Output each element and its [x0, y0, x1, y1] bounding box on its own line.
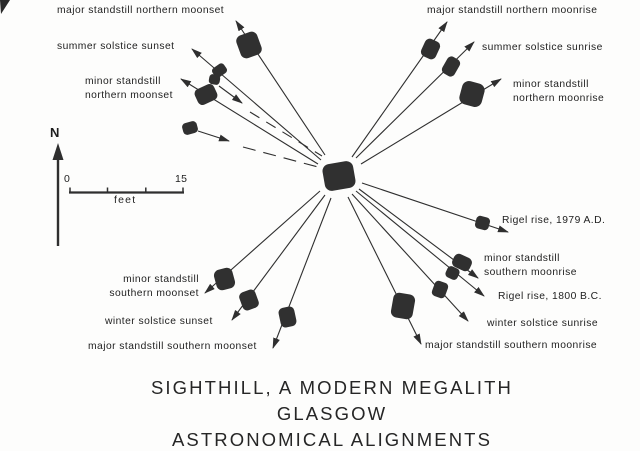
stone-major-southern-moonrise: [390, 292, 416, 320]
stone-winter-solstice-sunrise: [431, 280, 449, 299]
label-major-southern-moonset: major standstill southern moonset: [88, 341, 257, 352]
stone-minor-northern-moonset: [194, 84, 218, 105]
north-arrow-head: [52, 143, 64, 160]
backsight-arrow-lower: [197, 130, 230, 142]
title-line-3: ASTRONOMICAL ALIGNMENTS: [171, 429, 493, 450]
stone-small-companion: [208, 74, 221, 85]
scan-corner-artifact: [0, 0, 10, 14]
label-winter-solstice-sunrise: winter solstice sunrise: [487, 318, 599, 329]
stone-minor-southern-moonset: [213, 267, 236, 291]
stone-major-southern-moonset: [278, 306, 297, 328]
north-arrow: [52, 143, 64, 246]
stone-backsight: [182, 121, 198, 135]
label-rigel-rise-1979: Rigel rise, 1979 A.D.: [502, 215, 606, 226]
label-rigel-rise-1800: Rigel rise, 1800 B.C.: [498, 291, 602, 302]
scale-start-value: 0: [64, 173, 71, 185]
ray-rigel-rise-1800: [355, 190, 485, 297]
ray-winter-solstice-sunrise: [351, 193, 469, 322]
title-line-1: SIGHTHILL, A MODERN MEGALITH: [150, 377, 514, 398]
backsight-dashed-lower: [242, 146, 319, 168]
stone-central-megalith: [322, 161, 356, 191]
stone-minor-northern-moonrise: [459, 81, 485, 107]
label-major-southern-moonrise: major standstill southern moonrise: [425, 340, 598, 351]
ray-summer-solstice-sunset: [191, 48, 322, 161]
stone-winter-solstice-sunset: [239, 289, 259, 311]
stone-major-northern-moonrise: [420, 38, 441, 60]
label-line: minor standstill: [85, 76, 161, 87]
label-major-northern-moonset: major standstill northern moonset: [57, 5, 225, 16]
north-label: N: [50, 125, 60, 140]
scale-end-value: 15: [175, 173, 188, 185]
label-line: southern moonset: [109, 287, 199, 299]
backsight-dashed-upper: [249, 111, 323, 157]
stone-minor-southern-moonrise: [452, 253, 472, 272]
label-winter-solstice-sunset: winter solstice sunset: [105, 316, 213, 327]
stone-summer-solstice-sunset: [211, 63, 228, 78]
label-minor-southern-moonset: minor standstill southern moonset: [80, 273, 199, 300]
stone-rigel-rise-1979: [474, 215, 491, 231]
stone-major-northern-moonset: [236, 31, 262, 59]
label-line: northern moonrise: [513, 92, 605, 104]
label-line: minor standstill: [513, 79, 589, 90]
ray-major-southern-moonrise: [347, 196, 422, 345]
label-minor-northern-moonset: minor standstill northern moonset: [85, 75, 173, 102]
label-summer-solstice-sunrise: summer solstice sunrise: [482, 42, 603, 53]
label-line: minor standstill: [484, 253, 560, 264]
scale-unit-label: feet: [114, 194, 137, 206]
label-line: southern moonrise: [484, 266, 577, 278]
stone-summer-solstice-sunrise: [441, 56, 461, 77]
label-minor-northern-moonrise: minor standstill northern moonrise: [513, 78, 604, 105]
label-line: minor standstill: [123, 274, 199, 285]
label-major-northern-moonrise: major standstill northern moonrise: [427, 5, 598, 16]
backsight-arrow-upper: [218, 85, 243, 104]
label-summer-solstice-sunset: summer solstice sunset: [57, 41, 175, 52]
title-line-2: GLASGOW: [276, 403, 388, 424]
stone-rigel-rise-1800: [445, 266, 460, 280]
scale-bar: [69, 187, 184, 194]
label-line: northern moonset: [85, 89, 173, 101]
label-minor-southern-moonrise: minor standstill southern moonrise: [484, 252, 577, 279]
